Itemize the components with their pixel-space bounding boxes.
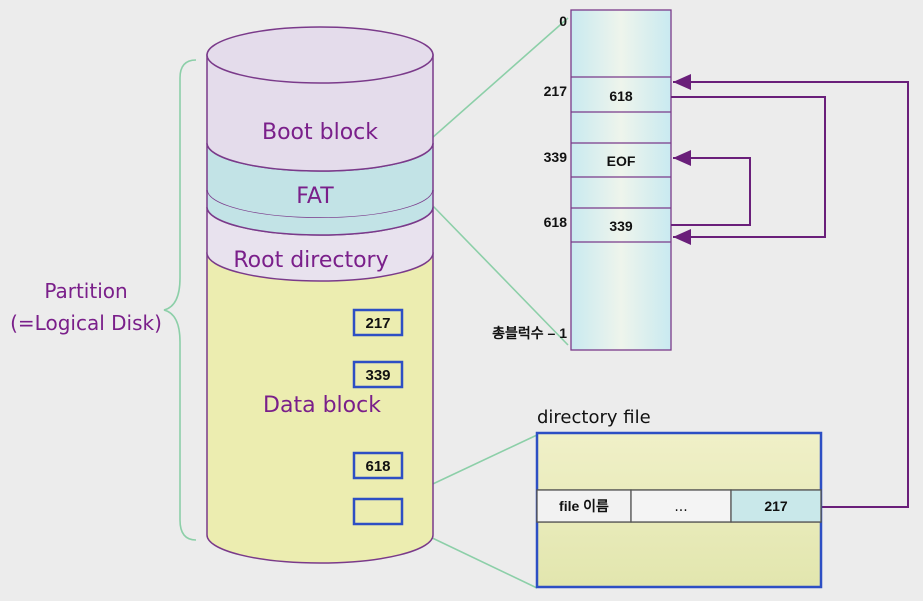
block-box-339-label: 339: [365, 367, 390, 384]
partition-label: Partition: [44, 279, 127, 303]
fat-table-body: [570, 9, 672, 351]
fat-entry-618: 339: [609, 218, 633, 234]
root-directory-label: Root directory: [233, 248, 388, 273]
fat-index-618: 618: [544, 214, 568, 230]
block-box-618: [352, 451, 404, 480]
fat-label: FAT: [296, 184, 334, 209]
block-box-339: [352, 360, 404, 389]
dir-entry-name: file 이름: [559, 498, 609, 514]
directory-file: directory file file 이름 ... 217: [535, 407, 823, 589]
data-block-boxes: 217 339 618: [352, 308, 404, 526]
fat-index-0: 0: [559, 13, 567, 29]
block-box-217: [352, 308, 404, 337]
block-box-directory: [352, 497, 404, 526]
block-box-217-label: 217: [365, 315, 390, 332]
dir-entry-start-block: 217: [764, 498, 788, 514]
leader-line-fat-top: [431, 17, 569, 139]
block-box-618-label: 618: [365, 458, 390, 475]
arrow-618-to-339: [671, 150, 751, 226]
partition-sublabel: (=Logical Disk): [10, 311, 162, 335]
dir-entry-name-cell: [536, 489, 632, 523]
dir-entry-ellipsis: ...: [674, 499, 687, 515]
dir-entry-mid-cell: [630, 489, 732, 523]
fat-index-217: 217: [544, 83, 568, 99]
partition-brace: [163, 59, 197, 541]
data-block-label: Data block: [263, 393, 381, 418]
fat-chain-arrows: [671, 74, 909, 508]
directory-file-title: directory file: [537, 407, 651, 428]
fat-table: 618 EOF 339 0 217 339 618 총블럭수 – 1: [492, 9, 672, 351]
boot-block-label: Boot block: [262, 120, 378, 145]
leader-line-fat-bottom: [431, 204, 569, 346]
fat-index-339: 339: [544, 149, 568, 165]
fat-entry-217: 618: [609, 88, 633, 104]
cylinder-top: [206, 26, 434, 84]
arrow-dir-to-217: [673, 74, 909, 508]
boot-block-region: [206, 54, 434, 172]
fat-entry-339: EOF: [607, 153, 636, 169]
fat-index-last: 총블럭수 – 1: [492, 325, 567, 341]
disk-cylinder: [206, 26, 434, 564]
dir-entry-start-cell: [730, 489, 822, 523]
arrow-217-to-618: [671, 96, 826, 245]
